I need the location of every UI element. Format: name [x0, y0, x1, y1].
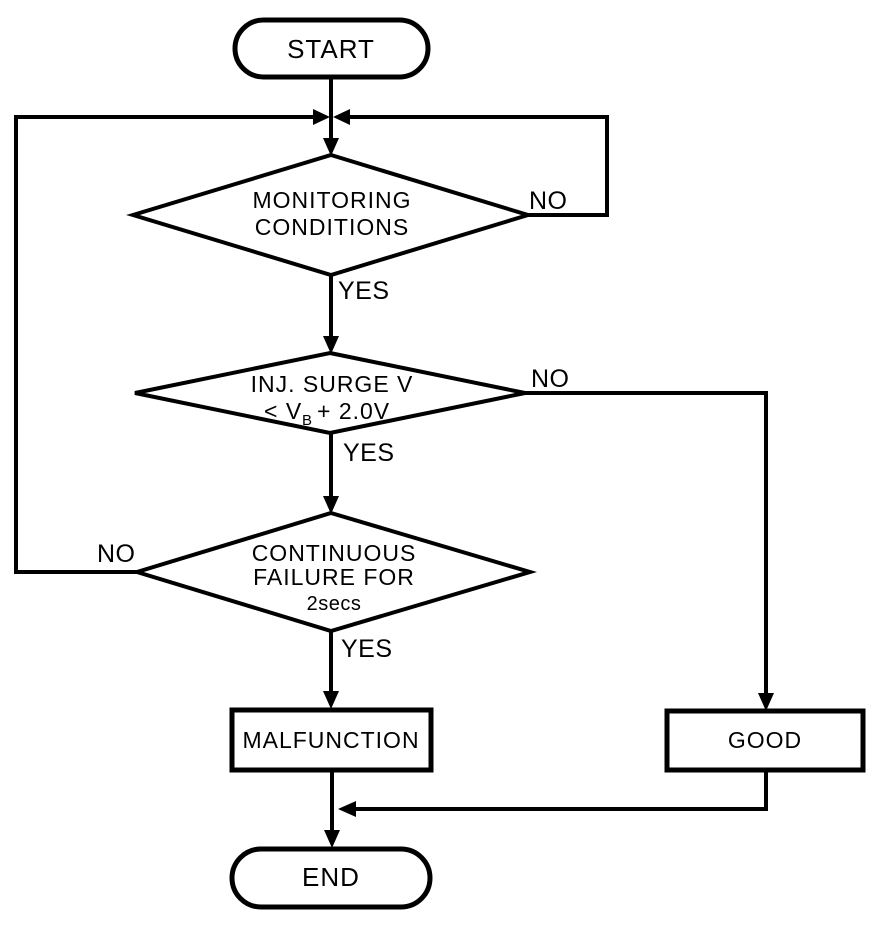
continuous-label-line3: 2secs	[307, 593, 362, 615]
edge-monitoring-no-loop	[350, 115, 609, 217]
injsurge-diamond-shape	[134, 350, 526, 436]
monitoring-label-line1: MONITORING	[252, 187, 411, 213]
decision-inj-surge	[134, 350, 526, 436]
arrowhead-into-injsurge	[323, 336, 339, 354]
continuous-yes-label: YES	[341, 635, 393, 663]
arrowhead-into-end	[324, 830, 340, 848]
start-shape	[232, 17, 431, 80]
injsurge-label-subscript-b: B	[302, 412, 312, 429]
arrowhead-into-good	[758, 693, 774, 711]
injsurge-label-line2-prefix: < V	[264, 398, 302, 424]
continuous-no-label: NO	[97, 540, 136, 568]
malfunction-shape	[229, 707, 434, 773]
continuous-label-line2: FAILURE FOR	[253, 564, 415, 590]
arrowhead-into-malfunction	[323, 691, 339, 709]
terminator-start	[232, 17, 431, 80]
process-malfunction	[229, 707, 434, 773]
monitoring-label-line2: CONDITIONS	[255, 214, 409, 240]
decision-continuous-failure	[130, 510, 538, 634]
injsurge-no-label: NO	[531, 365, 570, 393]
monitoring-no-label: NO	[529, 187, 568, 215]
injsurge-label-line2-suffix: + 2.0V	[317, 398, 390, 424]
arrowhead-into-monitoring	[323, 138, 339, 156]
edge-good-to-merge	[352, 770, 768, 811]
terminator-end	[229, 846, 433, 910]
arrowhead-left-loop-into-junction	[313, 109, 330, 125]
monitoring-diamond-shape	[126, 152, 535, 278]
end-label: END	[302, 862, 360, 892]
good-label: GOOD	[728, 727, 802, 753]
end-shape	[229, 846, 433, 910]
injsurge-label-line1: INJ. SURGE V	[251, 371, 414, 397]
decision-monitoring-conditions	[126, 152, 535, 278]
start-label: START	[287, 34, 375, 64]
injsurge-yes-label: YES	[343, 439, 395, 467]
continuous-diamond-shape	[130, 510, 538, 634]
monitoring-yes-label: YES	[338, 277, 390, 305]
arrowhead-right-loop-into-junction	[333, 109, 350, 125]
arrowhead-into-continuous	[323, 496, 339, 514]
continuous-label-line1: CONTINUOUS	[252, 540, 417, 566]
arrowhead-merge-into-end-line	[338, 801, 356, 817]
process-good	[664, 708, 866, 773]
malfunction-label: MALFUNCTION	[242, 727, 419, 753]
edge-continuous-no-loop	[14, 115, 314, 574]
edge-injsurge-no-to-good	[525, 391, 768, 706]
good-shape	[664, 708, 866, 773]
